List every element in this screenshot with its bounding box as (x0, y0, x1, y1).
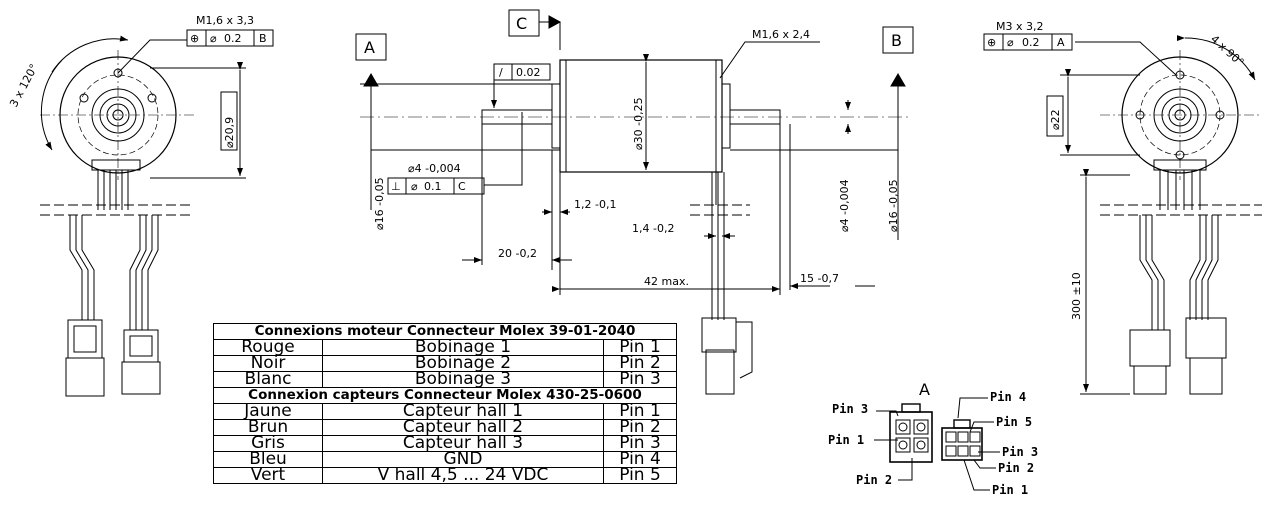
table-row: Noir Bobinage 2 Pin 2 (213, 355, 677, 372)
svg-text:⊕: ⊕ (987, 36, 996, 49)
right-position-tol: 0.2 (1022, 36, 1040, 49)
pilot-right-diameter: ⌀16 -0,05 (887, 179, 900, 232)
section-a-label: A (364, 38, 375, 57)
pin-label: Pin 4 (990, 390, 1026, 404)
dim-42: 42 max. (644, 275, 689, 288)
center-thread-label: M1,6 x 2,4 (752, 28, 810, 41)
svg-text:⌀: ⌀ (411, 180, 418, 193)
pin-label: Pin 2 (998, 461, 1034, 475)
pin-label: Pin 1 (992, 483, 1028, 497)
dim-15: 15 -0,7 (800, 272, 839, 285)
section-b-label: B (891, 31, 902, 50)
svg-text:⌀: ⌀ (1007, 36, 1014, 49)
table-row: Blanc Bobinage 3 Pin 3 (213, 371, 677, 388)
connector-title: A (919, 380, 930, 399)
dim-20: 20 -0,2 (498, 247, 537, 260)
pin-label: Pin 1 (828, 433, 864, 447)
right-end-view (983, 33, 1262, 395)
table-row: Jaune Capteur hall 1 Pin 1 (213, 403, 677, 420)
right-thread-label: M3 x 3,2 (996, 20, 1044, 33)
table-row: Rouge Bobinage 1 Pin 1 (213, 339, 677, 356)
left-position-tol: 0.2 (224, 32, 242, 45)
table-row: Brun Capteur hall 2 Pin 2 (213, 419, 677, 436)
right-datum: A (1057, 36, 1065, 49)
pin-label: Pin 3 (1002, 445, 1038, 459)
svg-text:⊕: ⊕ (190, 32, 199, 45)
shaft-front-diameter: ⌀4 -0,004 (408, 162, 461, 175)
flange-diameter: ⌀30 -0,25 (632, 97, 645, 150)
pin-label: Pin 5 (996, 415, 1032, 429)
left-end-view (40, 29, 274, 397)
pin-label: Pin 3 (832, 402, 868, 416)
right-angle-label: 4 x 90° (1208, 33, 1246, 69)
left-diameter-label: ⌀20,9 (223, 117, 236, 148)
svg-text:⌀: ⌀ (210, 32, 217, 45)
left-thread-label: M1,6 x 3,3 (196, 14, 254, 27)
dim-1-2: 1,2 -0,1 (574, 198, 616, 211)
table-row: Bleu GND Pin 4 (213, 451, 677, 468)
table-row: Vert V hall 4,5 ... 24 VDC Pin 5 (213, 467, 677, 484)
dim-1-4: 1,4 -0,2 (632, 222, 674, 235)
left-angle-label: 3 x 120° (7, 62, 41, 110)
shaft-rear-diameter: ⌀4 -0,004 (838, 179, 851, 232)
side-view (355, 9, 914, 395)
left-datum: B (259, 32, 267, 45)
svg-text:/: / (499, 66, 503, 79)
svg-text:⊥: ⊥ (391, 180, 401, 193)
right-diameter-label: ⌀22 (1049, 109, 1062, 130)
connections-table: Connexions moteur Connecteur Molex 39-01… (213, 323, 677, 484)
cable-length-label: 300 ±10 (1070, 272, 1083, 320)
perp-datum: C (458, 180, 466, 193)
connections-table-container: Connexions moteur Connecteur Molex 39-01… (205, 318, 685, 513)
pin-label: Pin 2 (856, 473, 892, 487)
connector-detail (874, 397, 1000, 491)
perp-tol: 0.1 (424, 180, 442, 193)
datum-c-label: C (516, 14, 527, 33)
runout-tol: 0.02 (516, 66, 541, 79)
pilot-left-diameter: ⌀16 -0,05 (373, 177, 386, 230)
